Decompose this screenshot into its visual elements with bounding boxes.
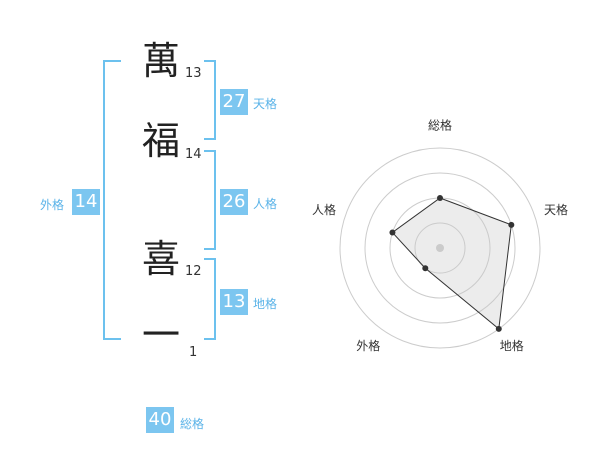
tenkaku-label: 天格: [253, 97, 278, 111]
radar-axis-label-1: 総格: [428, 118, 452, 133]
chikaku-value: 13: [220, 289, 248, 315]
radar-point-1: [437, 195, 443, 201]
gaikaku-label: 外格: [40, 198, 65, 212]
jinkaku-label: 人格: [253, 197, 278, 211]
radar-axis-label-3: 地格: [500, 338, 524, 353]
stroke-count-4: 1: [189, 345, 198, 360]
stroke-count-1: 13: [185, 66, 202, 81]
chikaku-bracket: [204, 258, 216, 340]
radar-axis-label-2: 天格: [544, 202, 568, 217]
radar-point-5: [389, 229, 396, 236]
radar-series-line: [391, 197, 512, 330]
stroke-count-2: 14: [185, 147, 202, 162]
soukaku-label: 総格: [180, 417, 205, 431]
chikaku-label: 地格: [253, 297, 278, 311]
gaikaku-bracket: [103, 60, 121, 340]
jinkaku-bracket: [204, 150, 216, 250]
radar-point-4: [422, 265, 429, 272]
name-char-3: 喜: [142, 237, 181, 281]
name-char-2: 福: [142, 119, 181, 163]
radar-axis-label-4: 外格: [356, 338, 380, 353]
radar-ring: [414, 222, 466, 274]
jinkaku-value: 26: [220, 189, 248, 215]
radar-ring: [339, 147, 541, 349]
name-char-1: 萬: [142, 39, 181, 83]
stroke-count-3: 12: [185, 264, 202, 279]
gaikaku-value: 14: [72, 189, 100, 215]
soukaku-value: 40: [146, 407, 174, 433]
radar-area: [392, 198, 512, 329]
radar-center: [436, 244, 444, 252]
tenkaku-value: 27: [220, 89, 248, 115]
radar-ring: [364, 172, 516, 324]
tenkaku-bracket: [204, 60, 216, 140]
radar-point-3: [495, 325, 502, 332]
radar-point-2: [508, 221, 515, 228]
radar-axis-label-5: 人格: [312, 202, 336, 217]
name-char-4: 一: [142, 313, 181, 357]
